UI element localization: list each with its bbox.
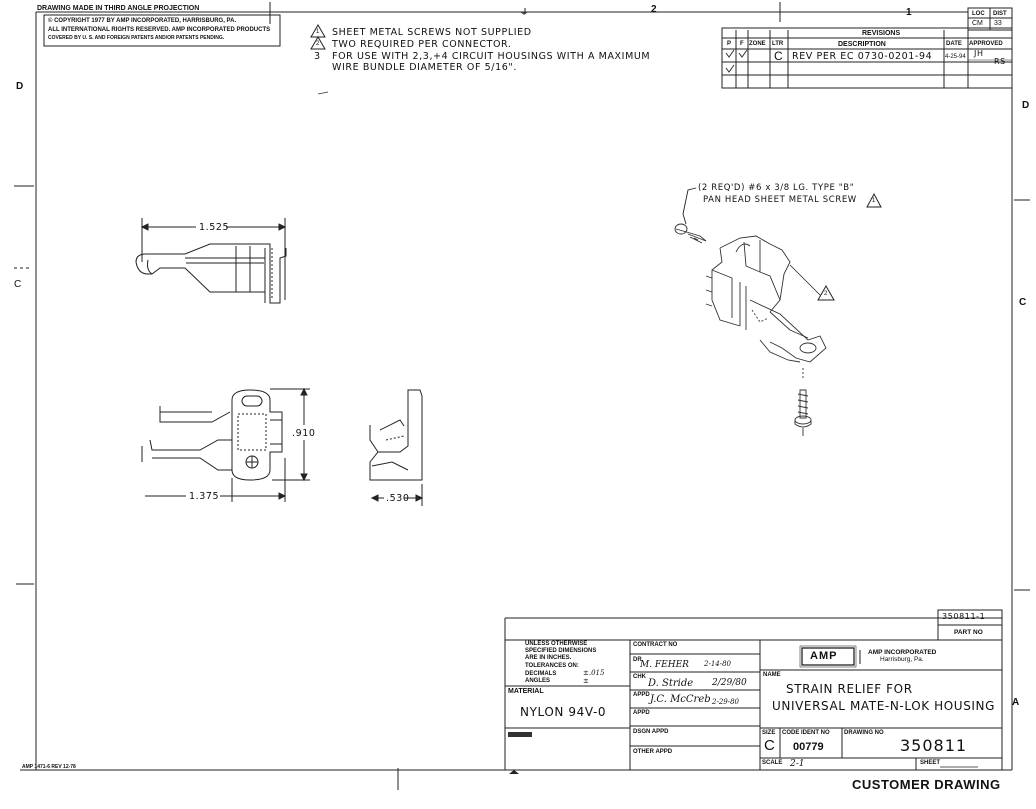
note-2-text: TWO REQUIRED PER CONNECTOR. bbox=[332, 39, 512, 50]
drawing-no-value: 350811 bbox=[900, 736, 968, 755]
company-name: AMP INCORPORATED bbox=[868, 649, 937, 656]
chk-date: 2/29/80 bbox=[712, 678, 747, 688]
part-no-label: PART NO bbox=[954, 629, 983, 636]
size-label: SIZE bbox=[762, 730, 776, 736]
dr-date: 2-14-80 bbox=[704, 660, 731, 668]
appd-label: APPD bbox=[633, 692, 650, 698]
rev-col-approved: APPROVED bbox=[969, 41, 1003, 47]
note-3-marker: 3 bbox=[314, 51, 321, 62]
appd-date: 2-29-80 bbox=[712, 698, 739, 706]
drawing-name-2: UNIVERSAL MATE-N-LOK HOUSING bbox=[772, 699, 996, 713]
rev-description: REV PER EC 0730-0201-94 bbox=[792, 51, 933, 62]
side-view-part bbox=[369, 389, 424, 506]
zone-top-1: 1 bbox=[906, 7, 912, 18]
tolerance-decimals-value: ±.015 bbox=[583, 669, 605, 677]
zone-right-c: C bbox=[1019, 297, 1027, 308]
dr-label: DR bbox=[633, 657, 642, 663]
chk-label: CHK bbox=[633, 674, 646, 680]
top-view-part bbox=[135, 218, 287, 304]
zone-right-a: A bbox=[1012, 697, 1020, 708]
material-value: NYLON 94V-0 bbox=[520, 705, 607, 719]
copyright-line-1: © COPYRIGHT 1977 BY AMP INCORPORATED, HA… bbox=[48, 18, 237, 24]
drawing-name-1: STRAIN RELIEF FOR bbox=[786, 682, 913, 696]
rev-ltr: C bbox=[774, 49, 783, 63]
part-no-value: 350811-1 bbox=[942, 612, 986, 621]
rev-approved-2: RS bbox=[994, 57, 1006, 66]
front-view-part bbox=[141, 387, 310, 502]
zone-left-c: C bbox=[14, 279, 22, 290]
scale-value: 2-1 bbox=[790, 759, 805, 769]
callout-triangle-2 bbox=[817, 284, 835, 301]
isometric-assembly bbox=[674, 223, 827, 436]
sheet-label: SHEET bbox=[920, 760, 941, 766]
copyright-line-3: COVERED BY U. S. AND FOREIGN PATENTS AND… bbox=[48, 35, 225, 41]
dr-value: M. FEHER bbox=[640, 660, 689, 670]
loc-value: CM bbox=[972, 20, 983, 27]
code-ident-label: CODE IDENT NO bbox=[782, 730, 830, 736]
rev-col-description: DESCRIPTION bbox=[838, 41, 886, 48]
contract-label: CONTRACT NO bbox=[633, 642, 678, 648]
screw-callout-2: PAN HEAD SHEET METAL SCREW bbox=[703, 195, 857, 205]
note-3-text: FOR USE WITH 2,3,+4 CIRCUIT HOUSINGS WIT… bbox=[332, 51, 651, 62]
dim-width: 1.375 bbox=[189, 491, 220, 502]
note-1-marker: 1 bbox=[316, 29, 320, 35]
tolerance-angles-value: ± bbox=[583, 677, 589, 685]
screw-callout-1: (2 REQ'D) #6 x 3/8 LG. TYPE "B" bbox=[698, 183, 855, 193]
chk-value: D. Stride bbox=[648, 678, 694, 689]
note-2-marker: 2 bbox=[316, 41, 320, 47]
callout-triangle-1 bbox=[866, 192, 882, 208]
rev-col-f: F bbox=[740, 41, 744, 47]
appd-value: J.C. McCreb bbox=[650, 694, 711, 705]
rev-col-date: DATE bbox=[946, 41, 962, 47]
zone-left-d: D bbox=[16, 81, 24, 92]
other-label: OTHER APPD bbox=[633, 749, 673, 755]
copyright-line-2: ALL INTERNATIONAL RIGHTS RESERVED. AMP I… bbox=[48, 27, 271, 33]
rev-col-p: P bbox=[727, 41, 732, 47]
size-value: C bbox=[764, 737, 775, 754]
material-label: MATERIAL bbox=[508, 688, 544, 695]
part-callout-marker: 2 bbox=[824, 291, 828, 297]
rev-approved-1: JH bbox=[974, 49, 984, 58]
drawing-no-label: DRAWING NO bbox=[844, 730, 884, 736]
rev-col-zone: ZONE bbox=[749, 41, 766, 47]
tolerance-line-1: UNLESS OTHERWISE bbox=[525, 641, 588, 647]
scale-label: SCALE bbox=[762, 760, 783, 766]
revision-block bbox=[721, 27, 1013, 89]
material-stamp bbox=[508, 732, 532, 737]
name-label: NAME bbox=[763, 672, 781, 678]
company-location: Harrisburg, Pa. bbox=[880, 656, 924, 663]
dist-label: DIST bbox=[993, 11, 1007, 17]
loc-label: LOC bbox=[972, 11, 985, 17]
tolerance-decimals-label: DECIMALS bbox=[525, 671, 557, 677]
screw-callout-marker: 1 bbox=[872, 198, 876, 204]
note-1-text: SHEET METAL SCREWS NOT SUPPLIED bbox=[332, 27, 532, 38]
zone-top-2: 2 bbox=[651, 4, 657, 15]
note-2-triangle bbox=[310, 36, 326, 50]
customer-drawing-stamp: CUSTOMER DRAWING bbox=[852, 777, 1001, 792]
note-3-text-continued: WIRE BUNDLE DIAMETER OF 5/16". bbox=[332, 62, 517, 73]
code-ident-value: 00779 bbox=[793, 741, 824, 753]
tolerance-angles-label: ANGLES bbox=[525, 678, 551, 684]
title-block-lines bbox=[504, 609, 1003, 770]
tolerance-line-3: ARE IN INCHES. bbox=[525, 655, 572, 661]
tolerance-line-4: TOLERANCES ON: bbox=[525, 663, 579, 669]
dim-height: .910 bbox=[292, 428, 316, 439]
amp-logo bbox=[799, 645, 857, 668]
zone-right-d: D bbox=[1022, 100, 1030, 111]
appd2-label: APPD bbox=[633, 710, 650, 716]
tolerance-line-2: SPECIFIED DIMENSIONS bbox=[525, 648, 597, 654]
dsgn-label: DSGN APPD bbox=[633, 729, 669, 735]
rev-date: 4-25-94 bbox=[945, 54, 966, 60]
dist-value: 33 bbox=[994, 20, 1002, 27]
revisions-title: REVISIONS bbox=[862, 30, 901, 37]
rev-col-ltr: LTR bbox=[772, 41, 784, 47]
dim-length: 1.525 bbox=[199, 222, 230, 233]
dim-depth: .530 bbox=[386, 493, 410, 504]
company-logo-text: AMP bbox=[810, 650, 838, 662]
projection-note: DRAWING MADE IN THIRD ANGLE PROJECTION bbox=[37, 5, 200, 12]
form-number: AMP 1471-6 REV 12-78 bbox=[22, 764, 76, 770]
